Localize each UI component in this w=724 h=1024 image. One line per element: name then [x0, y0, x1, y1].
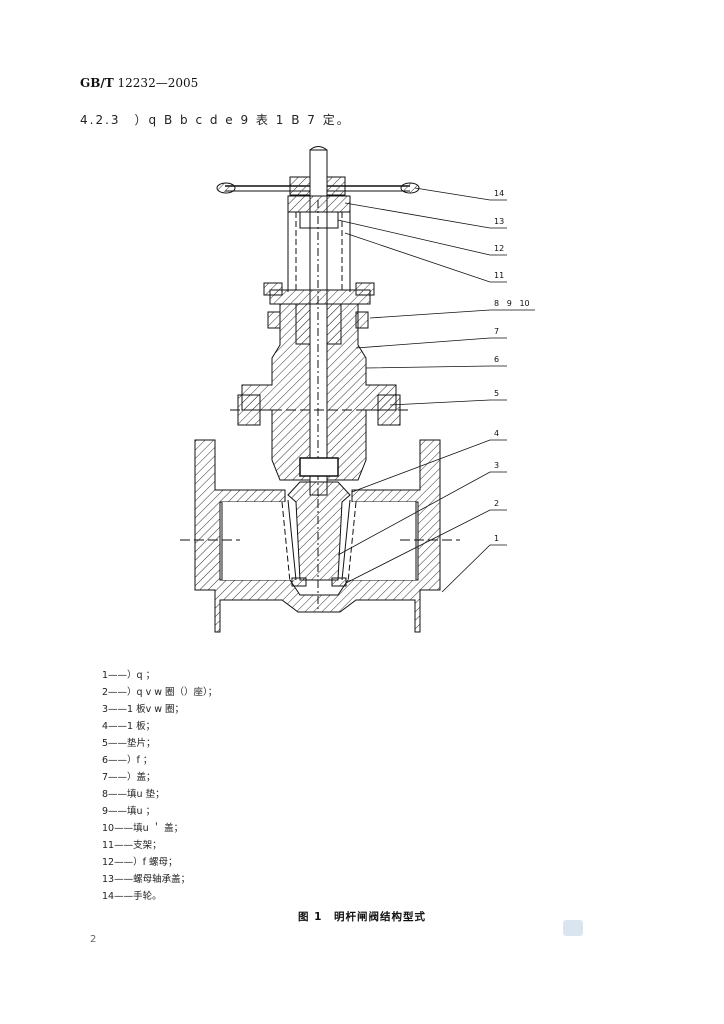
- legend-item: 14——手轮。: [102, 891, 162, 902]
- legend-item: 9——填u ；: [102, 806, 156, 817]
- yoke: [287, 212, 351, 292]
- legend-item: 4——1 板；: [102, 721, 156, 732]
- callout-6: 6: [494, 355, 499, 364]
- legend-item: 6——）f ；: [102, 755, 153, 766]
- callout-12: 12: [494, 244, 504, 253]
- legend-item: 2——）q v w 圈（）座）；: [102, 687, 218, 698]
- legend-item: 11——支架；: [102, 840, 162, 851]
- callout-4: 4: [494, 429, 499, 438]
- legend-item: 5——垫片；: [102, 738, 156, 749]
- legend-item: 12——）f 螺母；: [102, 857, 178, 868]
- legend-item: 10——填u ＇ 盖；: [102, 823, 184, 834]
- legend-item: 1——）q ；: [102, 670, 156, 681]
- standard-prefix: GB/T: [80, 76, 114, 90]
- standard-number: 12232—2005: [117, 76, 199, 90]
- parts-legend: 1——）q ； 2——）q v w 圈（）座）； 3——1 板v w 圈； 4—…: [102, 667, 217, 905]
- clause-text: 4.2.3 ）q B b c d e 9 表 1 B 7 定。: [80, 113, 351, 127]
- callout-14: 14: [494, 189, 504, 198]
- gate-wedge: [281, 481, 357, 587]
- bonnet: [230, 303, 410, 481]
- callout-11: 11: [494, 271, 504, 280]
- callout-3: 3: [494, 461, 499, 470]
- callout-2: 2: [494, 499, 499, 508]
- callout-7: 7: [494, 327, 499, 336]
- callout-5: 5: [494, 389, 499, 398]
- legend-item: 8——填u 垫；: [102, 789, 165, 800]
- watermark-logo: [563, 920, 583, 936]
- legend-item: 13——螺母轴承盖；: [102, 874, 191, 885]
- leader-lines: [337, 187, 535, 593]
- page-number: 2: [90, 934, 97, 945]
- standard-identifier: GB/T 12232—2005: [80, 76, 198, 90]
- callout-13: 13: [494, 217, 504, 226]
- callout-8-9-10: 8 9 10: [494, 299, 530, 308]
- callout-1: 1: [494, 534, 499, 543]
- legend-item: 3——1 板v w 圈；: [102, 704, 185, 715]
- figure-caption: 图 1 明杆闸阀结构型式: [298, 911, 426, 923]
- legend-item: 7——）盖；: [102, 772, 156, 783]
